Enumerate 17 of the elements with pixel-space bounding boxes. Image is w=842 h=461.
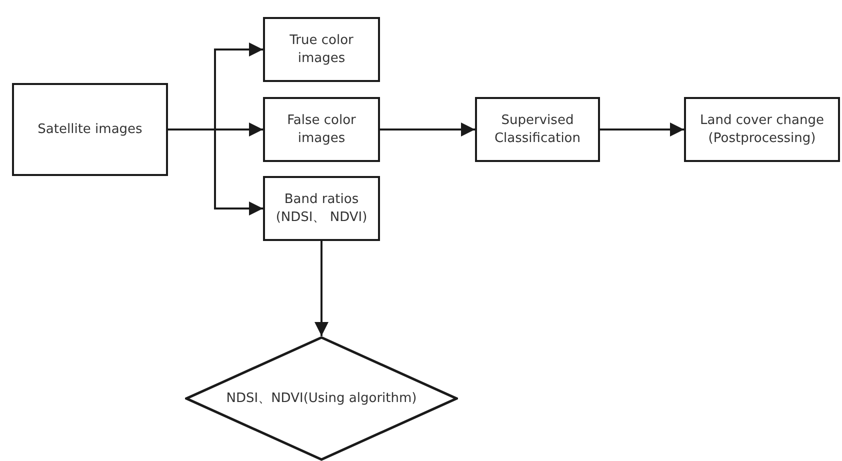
arrow [314,241,328,336]
process-box [263,97,380,162]
arrow [600,122,684,136]
box-label: Satellite images [36,120,144,138]
process-box [684,97,840,162]
box-label: Supervised Classification [493,112,582,148]
process-box [12,83,168,176]
arrow [380,122,475,136]
box-label: True color images [288,32,354,68]
process-box [475,97,600,162]
box-label: False color images [286,112,357,148]
box-label: NDSI、NDVI(Using algorithm) [225,390,418,408]
decision-diamond [185,336,458,461]
process-box [263,17,380,82]
process-box [263,176,380,241]
box-label: Band ratios (NDSI、 NDVI) [274,190,368,226]
box-label: Land cover change (Postprocessing) [699,112,825,148]
